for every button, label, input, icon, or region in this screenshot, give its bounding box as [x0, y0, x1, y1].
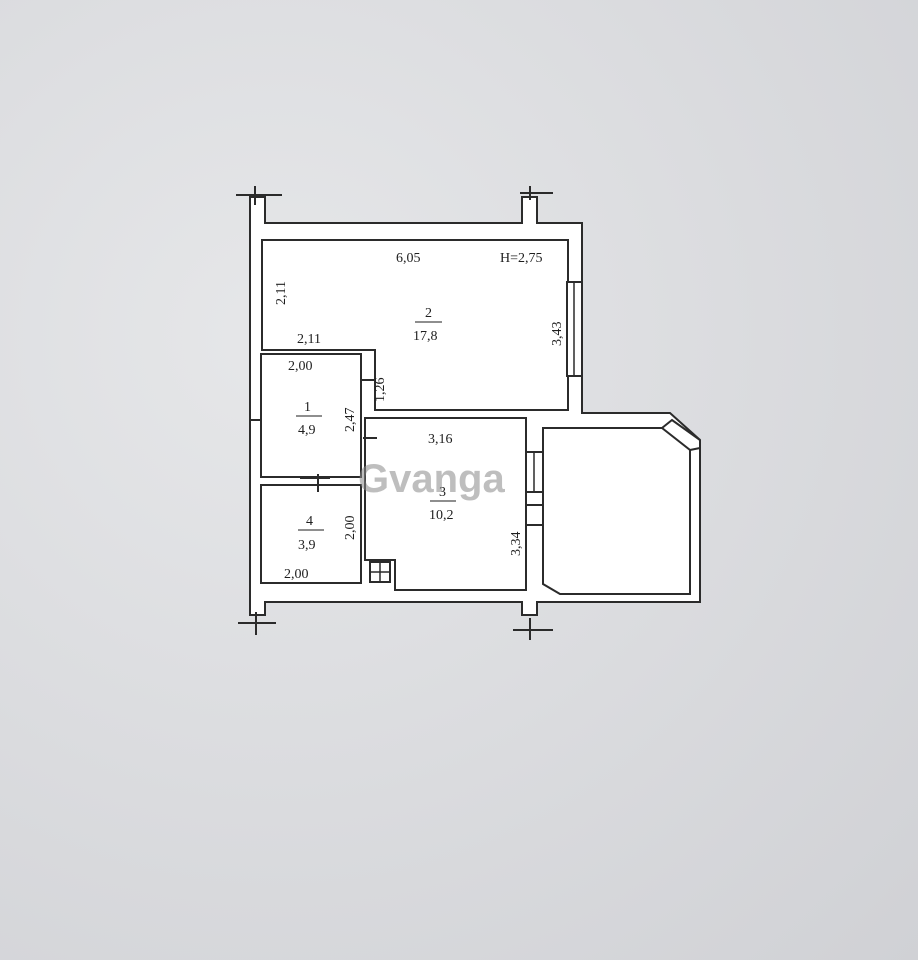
dim-room2-step-height: 1,26 — [373, 378, 388, 403]
room-2-number: 2 — [425, 306, 432, 321]
dim-room3-height: 3,34 — [509, 532, 524, 557]
outer-walls — [249, 196, 701, 616]
window-room-3 — [525, 451, 544, 493]
room-1-area: 4,9 — [298, 423, 316, 438]
watermark-logo: Gvanga — [358, 457, 505, 501]
ceiling-height-label: H=2,75 — [500, 251, 543, 266]
dim-room1-width: 2,00 — [288, 359, 313, 374]
dim-room2-right-height: 3,43 — [550, 322, 565, 347]
dim-room2-width: 6,05 — [396, 251, 421, 266]
room-4-area: 3,9 — [298, 538, 316, 553]
window-room-2 — [566, 281, 583, 377]
dim-room2-left-height: 2,11 — [274, 281, 289, 305]
windows — [525, 281, 583, 493]
room-3-area: 10,2 — [429, 508, 454, 523]
room-4-outline — [260, 484, 362, 584]
room-3-outline — [364, 417, 527, 591]
dim-room1-height: 2,47 — [343, 408, 358, 433]
vent-shaft-icon — [369, 561, 391, 583]
axis-marks — [236, 186, 553, 640]
room-4-number: 4 — [306, 514, 313, 529]
room-3-number: 3 — [439, 485, 446, 500]
door-marks — [250, 379, 543, 526]
dim-room2-lower-left-width: 2,11 — [297, 332, 321, 347]
dim-room4-height: 2,00 — [343, 516, 358, 541]
dim-room4-width: 2,00 — [284, 567, 309, 582]
room-2-outline — [261, 239, 569, 411]
room-2-area: 17,8 — [413, 329, 438, 344]
dim-room3-width: 3,16 — [428, 432, 453, 447]
room-1-number: 1 — [304, 400, 311, 415]
labels: 6,05 H=2,75 2,11 2 17,8 3,43 2,11 1,26 2… — [274, 251, 565, 582]
